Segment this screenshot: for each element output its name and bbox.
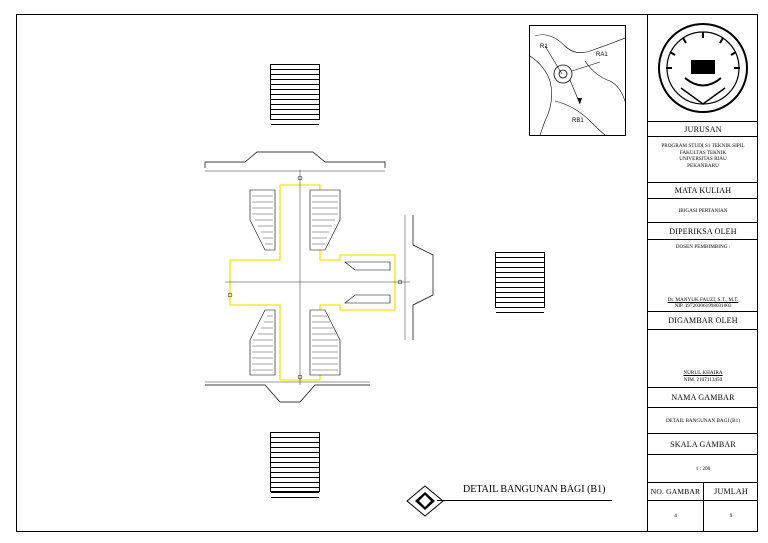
dosen-name: Dr. MANYUK FAUZI, S.T., M.T. — [667, 296, 739, 303]
no-gambar-header: NO. GAMBAR — [648, 483, 704, 501]
key-map: R1 RA1 RB1 — [529, 25, 626, 136]
student-nim: NIM. 2107113450 — [683, 376, 723, 383]
legend-table-right — [495, 252, 545, 313]
keymap-label-rb1: RB1 — [572, 118, 584, 124]
jurusan-line-4: PEKANBARU — [687, 162, 719, 169]
jurusan-line-3: UNIVERSITAS RIAU — [679, 156, 727, 162]
skala-value: 1 : 200 — [648, 455, 758, 483]
drawing-sheet-border — [16, 14, 758, 532]
jumlah-value: 9 — [729, 513, 733, 519]
nama-gambar-value: DETAIL BANGUNAN BAGI (B1) — [648, 408, 758, 434]
plan-drawing — [204, 151, 434, 403]
jumlah-header: JUMLAH — [714, 487, 748, 496]
mata-kuliah-header: MATA KULIAH — [648, 183, 758, 199]
keymap-label-r1: R1 — [540, 44, 548, 50]
jurusan-line-2: FAKULTAS TEKNIK — [679, 149, 727, 156]
title-block: JURUSAN PROGRAM STUDI S1 TEKNIK SIPIL FA… — [647, 14, 758, 532]
skala-header: SKALA GAMBAR — [648, 434, 758, 455]
jurusan-line-1: PROGRAM STUDI S1 TEKNIK SIPIL — [661, 143, 745, 149]
jurusan-info: PROGRAM STUDI S1 TEKNIK SIPIL FAKULTAS T… — [648, 137, 758, 183]
jurusan-header: JURUSAN — [648, 122, 758, 137]
number-value-row: 4 9 — [648, 501, 758, 531]
student-name: NURUL KHAIRA — [683, 370, 723, 376]
dosen-block: DOSEN PEMBIMBING : Dr. MANYUK FAUZI, S.T… — [648, 240, 758, 312]
keymap-label-ra1: RA1 — [596, 52, 608, 58]
logo-cell — [648, 14, 758, 122]
dosen-nip: NIP. 197203061998031003 — [674, 303, 732, 309]
title-underline — [437, 500, 612, 501]
university-seal-logo — [658, 23, 748, 113]
dosen-label: DOSEN PEMBIMBING : — [675, 244, 731, 250]
mata-kuliah-value: IRIGASI PERTANIAN — [648, 199, 758, 223]
diperiksa-header: DIPERIKSA OLEH — [648, 223, 758, 240]
number-header-row: NO. GAMBAR JUMLAH — [648, 483, 758, 501]
digambar-header: DIGAMBAR OLEH — [648, 312, 758, 330]
legend-table-top — [270, 64, 320, 125]
legend-table-bottom — [270, 432, 320, 498]
key-map-drawing — [529, 34, 626, 136]
nama-gambar-header: NAMA GAMBAR — [648, 388, 758, 408]
title-symbol — [406, 485, 444, 517]
student-block: NURUL KHAIRA NIM. 2107113450 — [648, 330, 758, 388]
no-gambar-value: 4 — [648, 501, 704, 531]
drawing-title: DETAIL BANGUNAN BAGI (B1) — [463, 484, 606, 495]
